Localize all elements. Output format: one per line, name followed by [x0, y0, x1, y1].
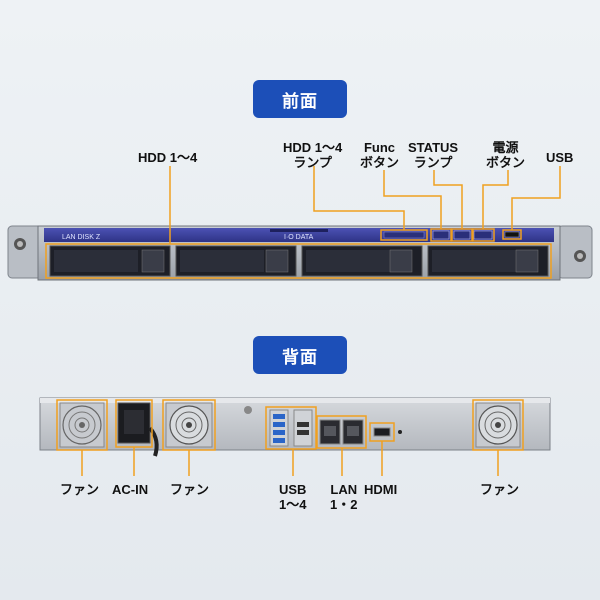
label-ac-in: AC-IN	[112, 482, 149, 497]
label-fan-right: ファン	[480, 482, 520, 497]
fan-left-grille	[62, 405, 102, 445]
power-button	[473, 230, 493, 240]
back-unit	[39, 397, 551, 457]
rack-ear-left	[7, 225, 43, 279]
rack-ear-right	[557, 225, 593, 279]
status-lamp	[453, 230, 471, 240]
label-fan-left: ファン	[60, 482, 100, 497]
front-callouts	[45, 166, 561, 279]
front-unit: LAN DISK Z I·O DATA	[7, 225, 593, 281]
brand-logo: I·O DATA	[284, 234, 314, 241]
label-usb-front: USB	[546, 150, 574, 165]
hdmi-port	[373, 427, 391, 437]
callout-box-hdd-bays	[45, 243, 552, 279]
back-section-title: 背面	[253, 336, 347, 374]
label-hdd-bays: HDD 1～4	[138, 150, 198, 165]
func-button	[432, 230, 450, 240]
label-hdmi: HDMI	[364, 482, 398, 497]
hdd-lamps	[383, 231, 425, 239]
usb-front-port	[504, 231, 520, 238]
model-text: LAN DISK Z	[62, 234, 101, 241]
label-fan-psu: ファン	[170, 482, 210, 497]
front-section-title: 前面	[253, 80, 347, 118]
callout-box-usb-back	[265, 406, 317, 450]
drive-bays	[49, 245, 549, 277]
label-power-button: 電源ボタン	[486, 140, 526, 170]
back-callouts	[56, 399, 524, 476]
usb-stack-2	[293, 409, 313, 447]
